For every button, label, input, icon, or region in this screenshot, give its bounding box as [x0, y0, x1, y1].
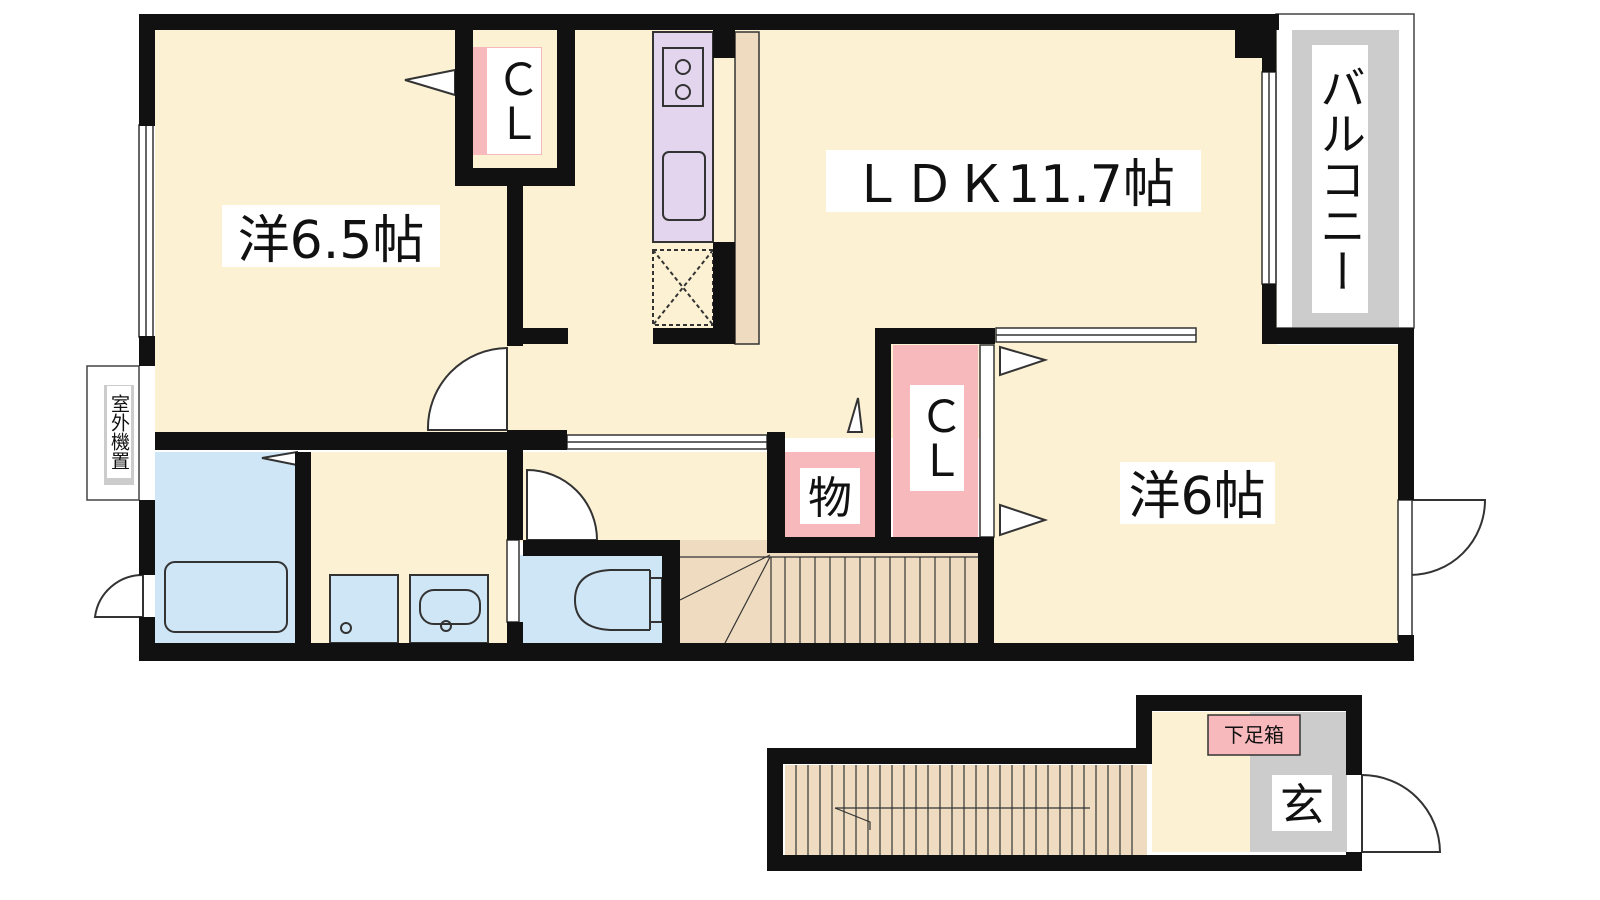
label-storage: 物	[808, 473, 852, 524]
bathtub-icon	[164, 561, 288, 633]
door-toilet	[526, 468, 599, 541]
washbasin-icon	[409, 574, 489, 644]
label-closet-b: ＣＬ	[912, 394, 963, 482]
label-ldk: ＬＤＫ11.7帖	[851, 155, 1175, 215]
shoe-box	[1207, 714, 1301, 756]
fixtures	[164, 47, 714, 644]
drain-icon	[340, 622, 352, 634]
label-shoe-box: 下足箱	[1224, 723, 1284, 747]
door-western-a	[426, 346, 508, 431]
label-western-a: 洋6.5帖	[238, 211, 425, 271]
walls	[139, 14, 1414, 871]
door-western-b-out	[1409, 499, 1487, 577]
label-closet-a: ＣＬ	[489, 57, 540, 145]
stove-burner-icon	[675, 59, 691, 75]
label-western-b: 洋6帖	[1128, 467, 1265, 527]
door-swings	[93, 68, 1487, 853]
stove-burner-icon-2	[675, 84, 691, 100]
washing-machine-pan	[329, 574, 399, 644]
label-balcony: バルコニー	[1313, 64, 1367, 294]
windows	[86, 13, 1415, 641]
label-entrance: 玄	[1280, 780, 1324, 831]
stove-top	[662, 47, 704, 107]
label-outdoor-unit: 室外機置	[108, 394, 130, 470]
fridge-space	[652, 249, 714, 326]
kitchen-sink-icon	[662, 151, 706, 221]
counter-strip	[734, 31, 760, 345]
stair-treads	[679, 554, 1133, 857]
room-labels: 洋6.5帖 ＬＤＫ11.7帖 洋6帖 ＣＬ ＣＬ 物 バルコニー 室外機置 下足…	[107, 45, 1368, 831]
bathroom-floor	[155, 452, 300, 644]
door-entrance	[1361, 773, 1442, 853]
door-bath	[93, 573, 144, 618]
stairs-lower	[785, 765, 1147, 857]
